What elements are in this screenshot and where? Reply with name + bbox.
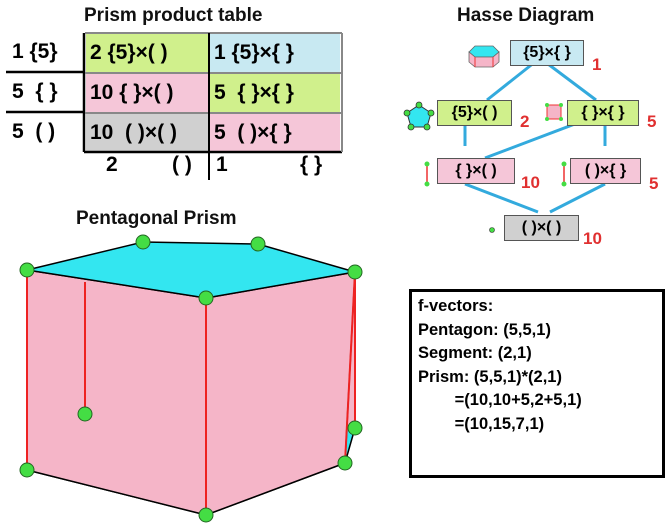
hasse-node-pentagon: {5}×( ): [437, 100, 512, 126]
cell-point-point: 10 ( )×( ): [86, 114, 208, 152]
hasse-count-square: 5: [647, 112, 657, 131]
row-label-pentagon: 1 {5}: [12, 40, 58, 63]
cell-pentagon-segment: 1 {5}×{ }: [210, 34, 340, 72]
hasse-count-point-segment: 5: [649, 174, 659, 193]
hasse-node-segment-point: { }×( ): [437, 158, 515, 184]
prism-figure: [19, 234, 363, 523]
fvector-pentagon: Pentagon: (5,5,1): [418, 320, 551, 339]
hasse-title: Hasse Diagram: [457, 5, 595, 26]
row-label-segment: 5 { }: [12, 80, 58, 103]
square-icon: [545, 103, 563, 121]
pentagon-icon: [403, 101, 435, 131]
fvector-prism-result: =(10,15,7,1): [418, 414, 545, 433]
product-table-title: Prism product table: [84, 5, 263, 26]
footer-label-segment: { }: [300, 153, 323, 176]
cell-segment-segment: 5 { }×{ }: [210, 74, 340, 112]
hasse-count-segment-point: 10: [521, 173, 540, 192]
hasse-node-point-point: ( )×( ): [504, 215, 579, 241]
segment-icon: [424, 161, 430, 187]
footer-label-1: 1: [216, 153, 228, 176]
cell-point-segment: 5 ( )×{ }: [210, 114, 340, 152]
fvector-prism-step: =(10,10+5,2+5,1): [418, 391, 582, 409]
footer-label-2: 2: [106, 153, 118, 176]
point-icon: [489, 227, 495, 233]
prism-title: Pentagonal Prism: [76, 208, 237, 229]
product-table-grid: [6, 32, 343, 180]
hasse-node-point-segment: ( )×{ }: [570, 158, 641, 184]
prism-icon: [468, 45, 500, 68]
fvector-prism: Prism: (5,5,1)*(2,1): [418, 367, 562, 386]
fvectors-box: f-vectors: Pentagon: (5,5,1) Segment: (2…: [409, 289, 665, 478]
fvectors-heading: f-vectors:: [418, 297, 494, 315]
hasse-count-point-point: 10: [583, 229, 602, 248]
segment-icon: [561, 161, 567, 187]
hasse-count-pentagon: 2: [520, 112, 530, 131]
cell-pentagon-point: 2 {5}×( ): [86, 34, 208, 72]
hasse-count-prism: 1: [592, 55, 602, 74]
cell-segment-point: 10 { }×( ): [86, 74, 208, 112]
hasse-node-square: { }×{ }: [567, 100, 639, 126]
row-label-point: 5 ( ): [12, 120, 56, 143]
hasse-node-prism: {5}×{ }: [510, 40, 584, 66]
footer-label-point: ( ): [172, 153, 192, 176]
fvector-segment: Segment: (2,1): [418, 344, 532, 362]
